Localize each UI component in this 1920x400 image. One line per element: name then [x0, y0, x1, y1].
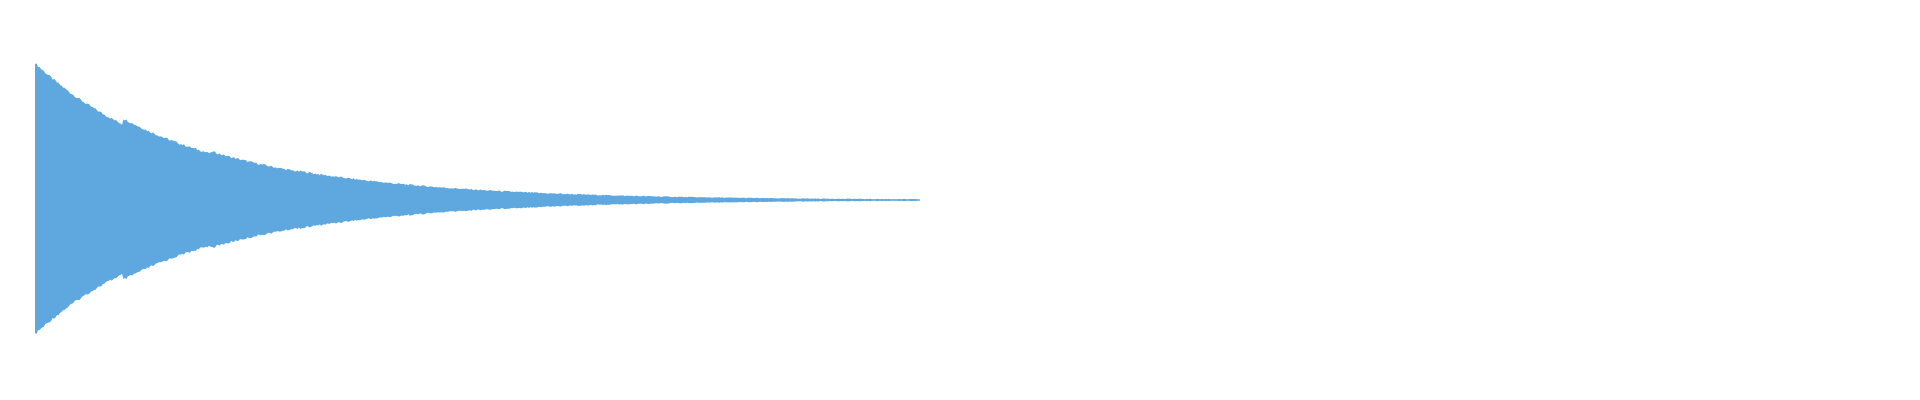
audio-waveform [35, 63, 920, 335]
